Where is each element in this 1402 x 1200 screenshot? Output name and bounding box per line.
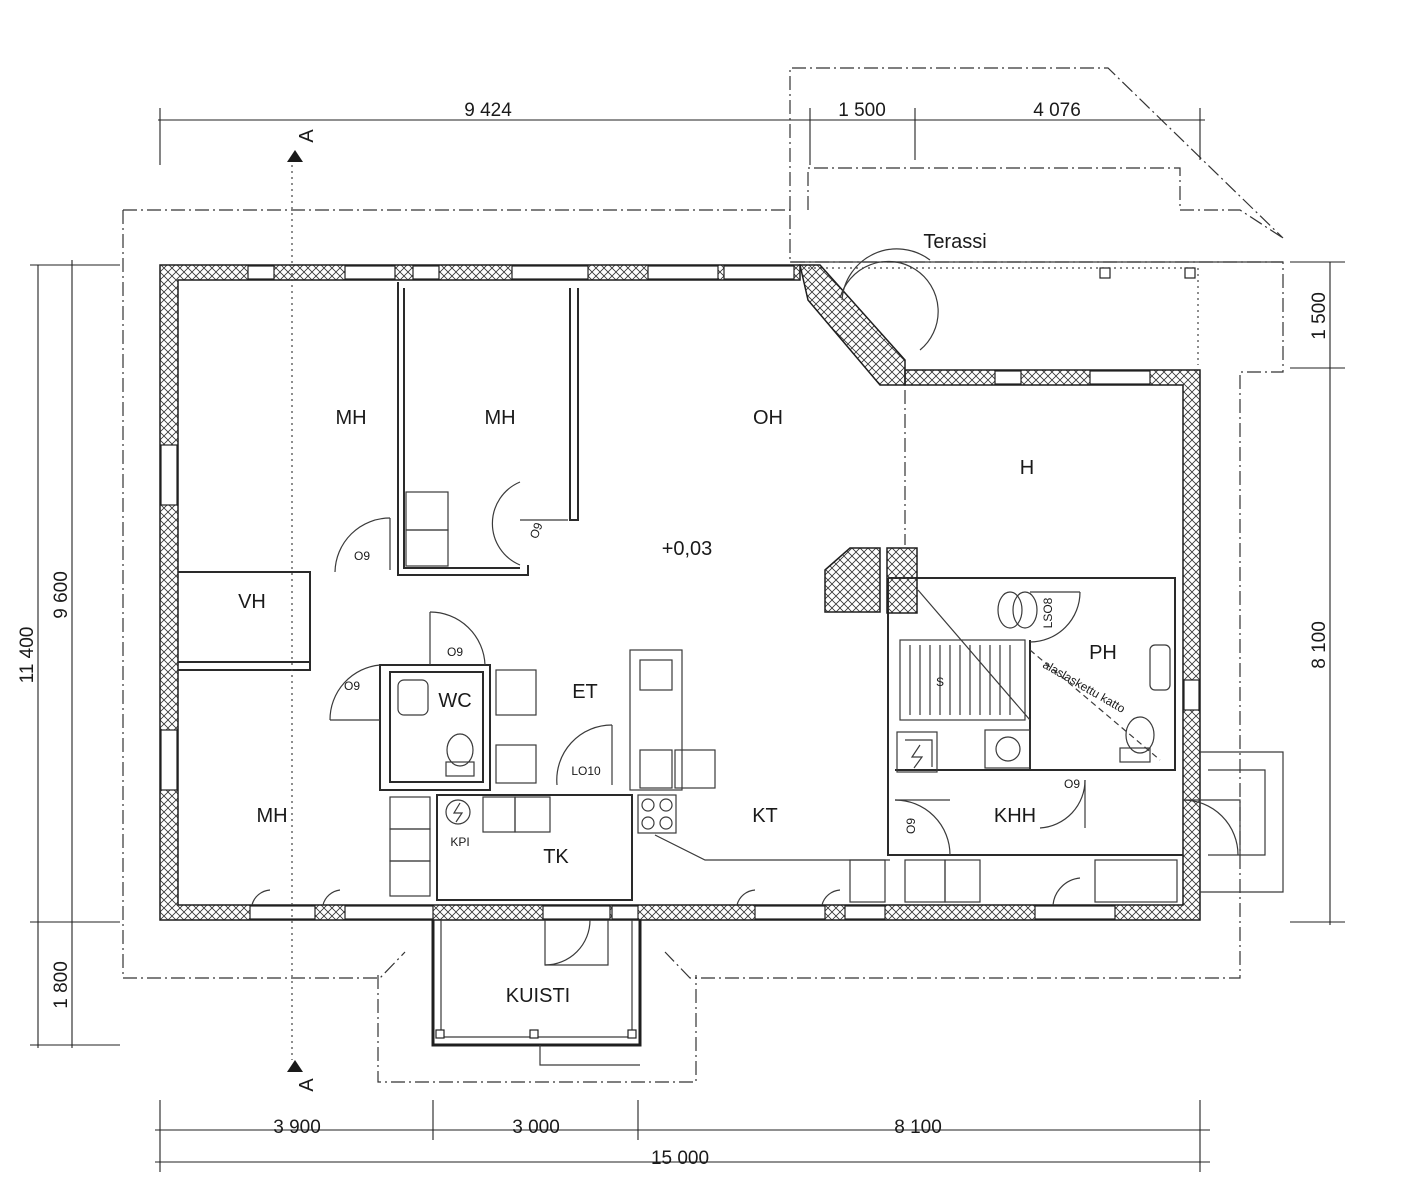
washing-machine-icon [984,729,1031,769]
dimension-lines [30,108,1345,1172]
door-label: O9 [354,549,370,563]
room-label-khh: KHH [994,805,1036,827]
room-label-kt: KT [752,805,778,827]
dimension-label: 11 400 [17,627,38,684]
room-label-kuisti: KUISTI [506,985,570,1007]
sauna-benches [899,589,1161,761]
room-label-oh: OH [753,407,783,429]
dimension-label: 4 076 [1033,100,1081,121]
room-label-wc: WC [438,690,471,712]
room-label-h: H [1020,457,1034,479]
electric-panel-icon [445,739,933,825]
door-label: O9 [1064,777,1080,791]
dimension-label: 9 424 [464,100,512,121]
room-label-mh: MH [335,407,366,429]
floor-level-label: +0,03 [662,538,713,560]
room-label-s: S [936,675,944,689]
section-marker-bottom: A [296,1078,318,1092]
door-label: LO10 [571,764,601,778]
room-label-et: ET [572,681,598,703]
windows [160,265,1200,920]
room-label-tk: TK [543,846,569,868]
dimension-label: 15 000 [651,1148,709,1169]
terrace [790,261,1283,365]
door-label: O9 [904,818,918,834]
sink-icon [397,679,429,716]
room-label-mh: MH [484,407,515,429]
door-label: LSO8 [1041,597,1055,628]
room-label-ph: PH [1089,642,1117,664]
dimension-label: 1 500 [838,100,886,121]
dimension-label: 9 600 [51,571,72,619]
section-line [287,150,303,1072]
dimension-label: 1 800 [51,961,72,1009]
section-marker-top: A [296,129,318,143]
porch [431,919,642,1066]
side-entrance [1182,751,1284,893]
fireplace [824,547,918,614]
closets [389,491,1178,903]
doors [251,248,1086,906]
kpi-label: KPI [450,835,469,849]
room-label-vh: VH [238,591,266,613]
door-label: O9 [527,520,546,540]
dimension-label: 1 500 [1309,292,1330,340]
dimension-label: 3 900 [273,1117,321,1138]
roof-outline [122,67,1284,1083]
dimension-label: 8 100 [894,1117,942,1138]
toilet-icon [445,733,475,777]
interior-walls [178,282,1183,901]
room-label-terassi: Terassi [923,231,986,253]
dimension-label: 3 000 [512,1117,560,1138]
exterior-walls [159,264,1201,921]
door-label: O9 [447,645,463,659]
ph-fixtures [997,591,1171,763]
stove-icon [637,794,677,834]
room-label-mh: MH [256,805,287,827]
lowered-ceiling-label: alaslaskettu katto [1040,657,1128,716]
dimension-label: 8 100 [1309,621,1330,669]
door-label: O9 [344,679,360,693]
